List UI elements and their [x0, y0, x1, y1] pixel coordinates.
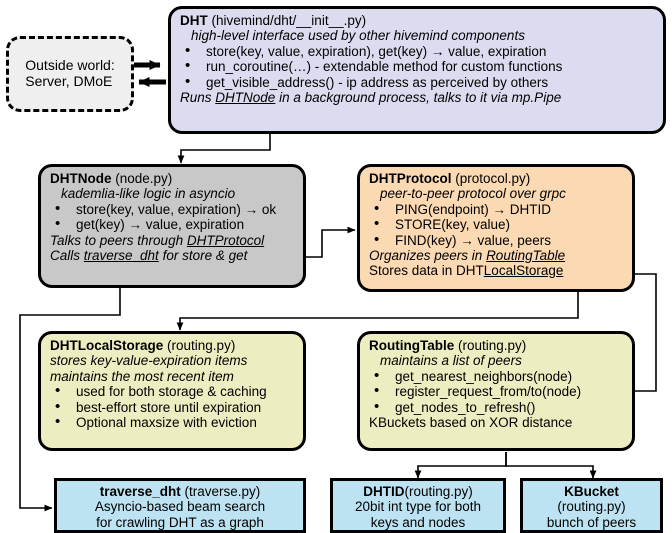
dhtprotocol-footer-2: Stores data in DHTLocalStorage	[369, 263, 625, 278]
dhtprotocol-footer1-pre: Organizes peers in	[369, 247, 487, 263]
traverse-dht-module: (traverse.py)	[180, 484, 261, 499]
outside-world-line2: Server, DMoE	[25, 73, 113, 89]
kbucket-module: (routing.py)	[557, 499, 626, 515]
dhtnode-bullet-0: store(key, value, expiration) → ok	[50, 201, 296, 218]
dht-subtitle: high-level interface used by other hivem…	[191, 28, 525, 44]
node-traverse-dht[interactable]: traverse_dht (traverse.py) Asyncio-based…	[54, 478, 306, 533]
dhtprotocol-title-row: DHTProtocol (protocol.py)	[369, 171, 625, 186]
routingtable-footer: KBuckets based on XOR distance	[369, 414, 573, 430]
dhtnode-footer2-post: for store & get	[158, 247, 248, 263]
dhtnode-title-row: DHTNode (node.py)	[50, 171, 296, 186]
dhtnode-title: DHTNode	[50, 171, 112, 186]
routingtable-module: (routing.py)	[454, 338, 527, 353]
routingtable-bullet-1: register_request_from/to(node)	[369, 383, 625, 400]
dhtid-title: DHTID	[363, 484, 405, 499]
dhtlocalstorage-bullet-1: best-effort store until expiration	[50, 398, 296, 415]
dhtlocalstorage-bullet-2: Optional maxsize with eviction	[50, 414, 296, 431]
dht-footer-post: in a background process, talks to it via…	[275, 89, 562, 105]
kbucket-title: KBucket	[564, 484, 619, 499]
dhtprotocol-footer-link-localstorage[interactable]: LocalStorage	[483, 263, 564, 279]
traverse-dht-line1: Asyncio-based beam search	[94, 499, 266, 515]
dht-title-row: DHT (hivemind/dht/__init__.py)	[180, 13, 656, 28]
node-dhtid[interactable]: DHTID(routing.py) 20bit int type for bot…	[330, 478, 506, 533]
dhtprotocol-title: DHTProtocol	[369, 171, 452, 186]
dhtnode-footer1-pre: Talks to peers through	[50, 232, 187, 248]
edge-routingtable-to-dhtid	[414, 452, 507, 479]
dhtnode-bullet-1: get(key) → value, expiration	[50, 216, 296, 233]
dht-title: DHT	[180, 13, 208, 28]
dht-bullet-2: get_visible_address() - ip address as pe…	[180, 73, 656, 90]
dhtprotocol-bullet-2: FIND(key) → value, peers	[369, 231, 625, 248]
dhtnode-footer-1: Talks to peers through DHTProtocol	[50, 233, 296, 248]
dhtid-line2: keys and nodes	[370, 514, 466, 530]
dhtid-module: (routing.py)	[404, 484, 473, 499]
dhtprotocol-bullet-1: STORE(key, value)	[369, 216, 625, 233]
edge-dht-to-dhtnode	[177, 134, 271, 164]
node-kbucket[interactable]: KBucket (routing.py) bunch of peers	[520, 478, 663, 533]
dhtprotocol-footer-1: Organizes peers in RoutingTable	[369, 248, 625, 263]
dhtnode-footer2-pre: Calls	[50, 247, 84, 263]
node-dhtprotocol[interactable]: DHTProtocol (protocol.py) peer-to-peer p…	[357, 164, 635, 292]
dhtnode-footer-link-dhtprotocol[interactable]: DHTProtocol	[186, 232, 265, 248]
dhtprotocol-footer-link-routingtable[interactable]: RoutingTable	[486, 247, 566, 263]
dhtprotocol-subtitle: peer-to-peer protocol over grpc	[380, 186, 566, 202]
dhtlocalstorage-title-row: DHTLocalStorage (routing.py)	[50, 338, 296, 353]
dht-footer: Runs DHTNode in a background process, ta…	[180, 90, 656, 105]
edge-dhtnode-to-dhtprotocol	[305, 226, 356, 258]
dhtid-line1: 20bit int type for both	[354, 499, 482, 515]
traverse-dht-line2: for crawling DHT as a graph	[96, 514, 264, 530]
dhtnode-footer-link-traverse-dht[interactable]: traverse_dht	[83, 247, 159, 263]
dhtprotocol-module: (protocol.py)	[451, 171, 531, 186]
dht-bullet-list: store(key, value, expiration), get(key) …	[180, 43, 656, 91]
node-dht[interactable]: DHT (hivemind/dht/__init__.py) high-leve…	[168, 6, 666, 134]
node-dhtlocalstorage[interactable]: DHTLocalStorage (routing.py) stores key-…	[38, 331, 306, 451]
kbucket-line1: bunch of peers	[546, 514, 637, 530]
node-outside-world[interactable]: Outside world: Server, DMoE	[6, 36, 134, 112]
node-dhtnode[interactable]: DHTNode (node.py) kademlia-like logic in…	[38, 164, 306, 288]
dht-bullet-1: run_coroutine(…) - extendable method for…	[180, 58, 656, 75]
dhtlocalstorage-subtitle-2: maintains the most recent item	[50, 368, 234, 384]
traverse-dht-title: traverse_dht	[99, 484, 181, 499]
dht-footer-link-dhtnode[interactable]: DHTNode	[215, 89, 276, 105]
dhtprotocol-footer2-pre: Stores data in DHT	[369, 263, 484, 279]
dhtprotocol-bullet-list: PING(endpoint) → DHTID STORE(key, value)…	[369, 201, 625, 249]
node-routingtable[interactable]: RoutingTable (routing.py) maintains a li…	[357, 331, 635, 451]
edge-dhtprotocol-to-dhtlocalstorage	[176, 292, 579, 331]
dhtlocalstorage-title: DHTLocalStorage	[50, 338, 164, 353]
edge-routingtable-to-kbucket	[505, 452, 597, 479]
dhtlocalstorage-subtitle-1: stores key-value-expiration items	[50, 353, 248, 369]
dhtid-title-row: DHTID(routing.py)	[333, 484, 503, 499]
dhtnode-module: (node.py)	[111, 171, 173, 186]
routingtable-bullet-0: get_nearest_neighbors(node)	[369, 368, 625, 385]
dht-module: (hivemind/dht/__init__.py)	[207, 13, 367, 28]
routingtable-bullet-list: get_nearest_neighbors(node) register_req…	[369, 368, 625, 416]
traverse-dht-title-row: traverse_dht (traverse.py)	[57, 484, 303, 499]
dhtnode-footer-2: Calls traverse_dht for store & get	[50, 248, 296, 263]
outside-world-line1: Outside world:	[25, 57, 115, 74]
routingtable-bullet-2: get_nodes_to_refresh()	[369, 398, 625, 415]
dhtlocalstorage-module: (routing.py)	[163, 338, 236, 353]
routingtable-subtitle: maintains a list of peers	[380, 353, 522, 369]
dht-bullet-0: store(key, value, expiration), get(key) …	[180, 43, 656, 60]
dht-footer-pre: Runs	[180, 89, 216, 105]
dhtlocalstorage-bullet-0: used for both storage & caching	[50, 383, 296, 400]
dhtnode-subtitle: kademlia-like logic in asyncio	[61, 186, 236, 202]
routingtable-title: RoutingTable	[369, 338, 455, 353]
dhtlocalstorage-bullet-list: used for both storage & caching best-eff…	[50, 383, 296, 431]
dhtnode-bullet-list: store(key, value, expiration) → ok get(k…	[50, 201, 296, 233]
dhtprotocol-bullet-0: PING(endpoint) → DHTID	[369, 201, 625, 218]
routingtable-title-row: RoutingTable (routing.py)	[369, 338, 625, 353]
